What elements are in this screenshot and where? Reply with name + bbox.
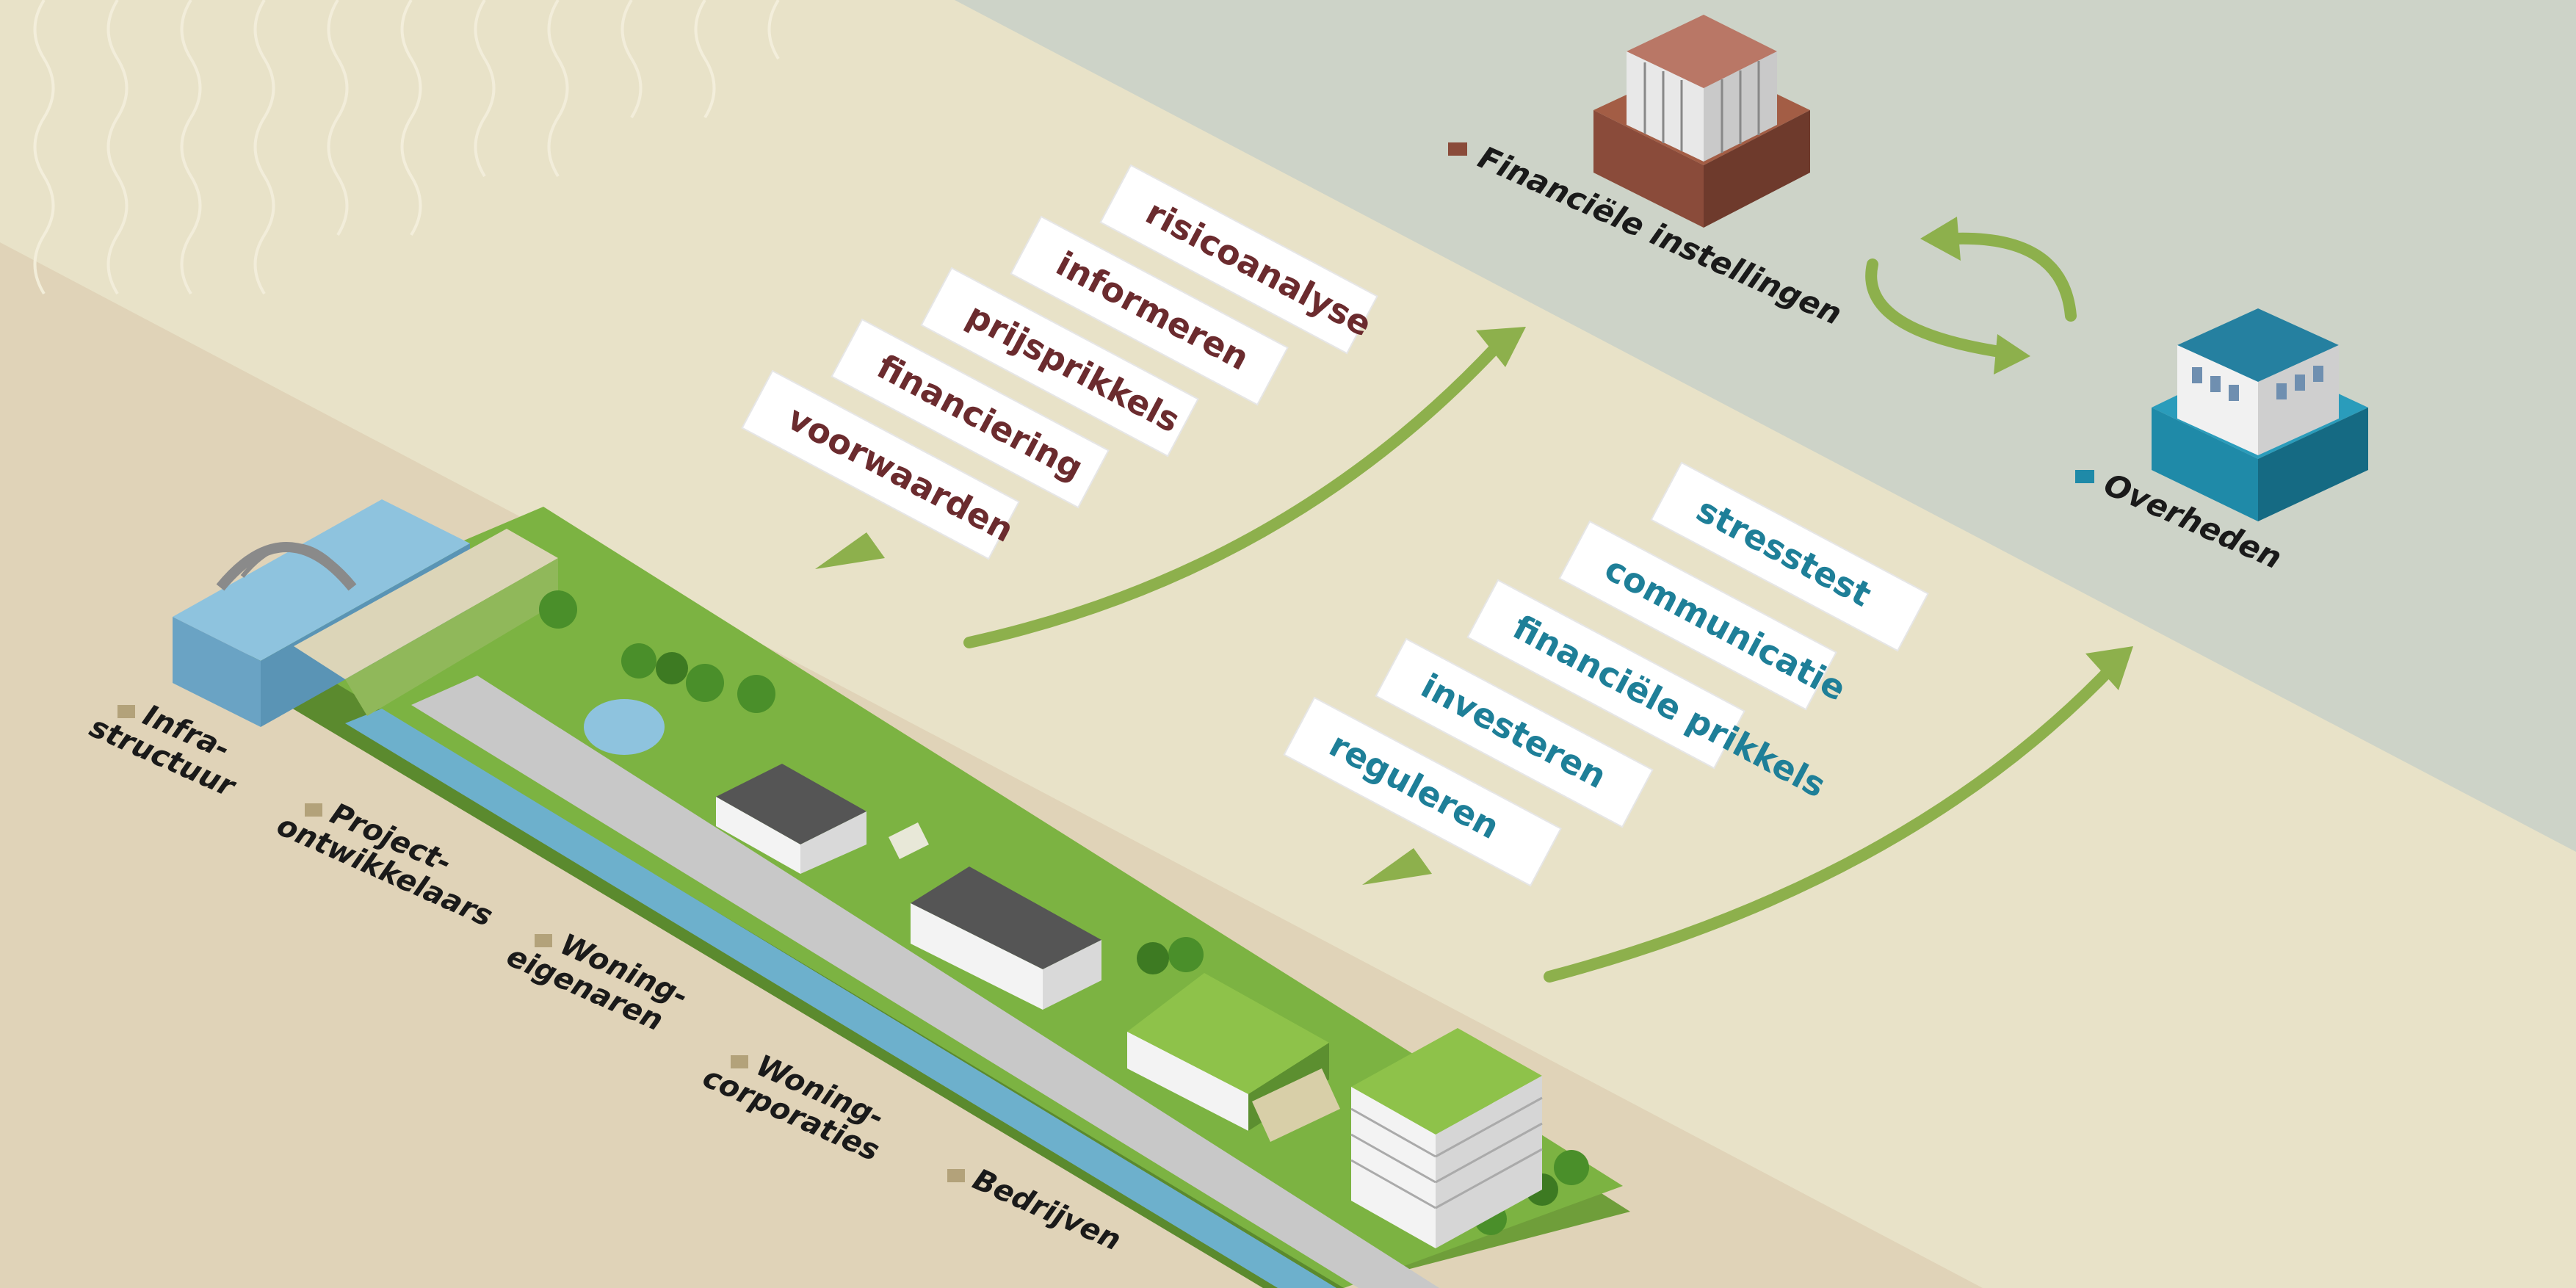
arrow-heads	[815, 217, 2133, 885]
house-1	[716, 764, 866, 874]
house-row	[911, 866, 1101, 1010]
finance-flow-arrowhead	[1476, 327, 1526, 367]
cycle-arrowhead-top	[1920, 217, 1961, 261]
finance-down-arrow	[815, 532, 885, 569]
cycle-arrow-top	[1947, 232, 2077, 322]
water-wave-pattern	[33, 0, 780, 295]
financial-institution-building	[1593, 15, 1810, 228]
vans	[889, 822, 1340, 1142]
stakeholder-marker	[947, 1169, 965, 1182]
road	[411, 676, 1439, 1288]
government-building	[2152, 308, 2368, 521]
pond	[584, 699, 665, 755]
cycle-arrow-bottom	[1865, 258, 2011, 358]
stakeholder-marker	[117, 705, 135, 718]
flow-arrows	[963, 232, 2121, 983]
canal	[345, 709, 1336, 1288]
government-flow-arrowhead	[2085, 646, 2133, 690]
government-down-arrow	[1362, 848, 1432, 885]
finance-flow-arrow	[963, 339, 1504, 648]
cycle-arrowhead-bottom	[1994, 334, 2030, 375]
office-building	[1350, 1028, 1543, 1248]
stakeholder-marker	[731, 1055, 748, 1068]
government-flow-arrow	[1544, 659, 2121, 983]
bridge	[216, 542, 357, 591]
stakeholder-marker	[535, 934, 552, 947]
stakeholder-marker	[305, 803, 322, 817]
dike	[294, 529, 558, 716]
